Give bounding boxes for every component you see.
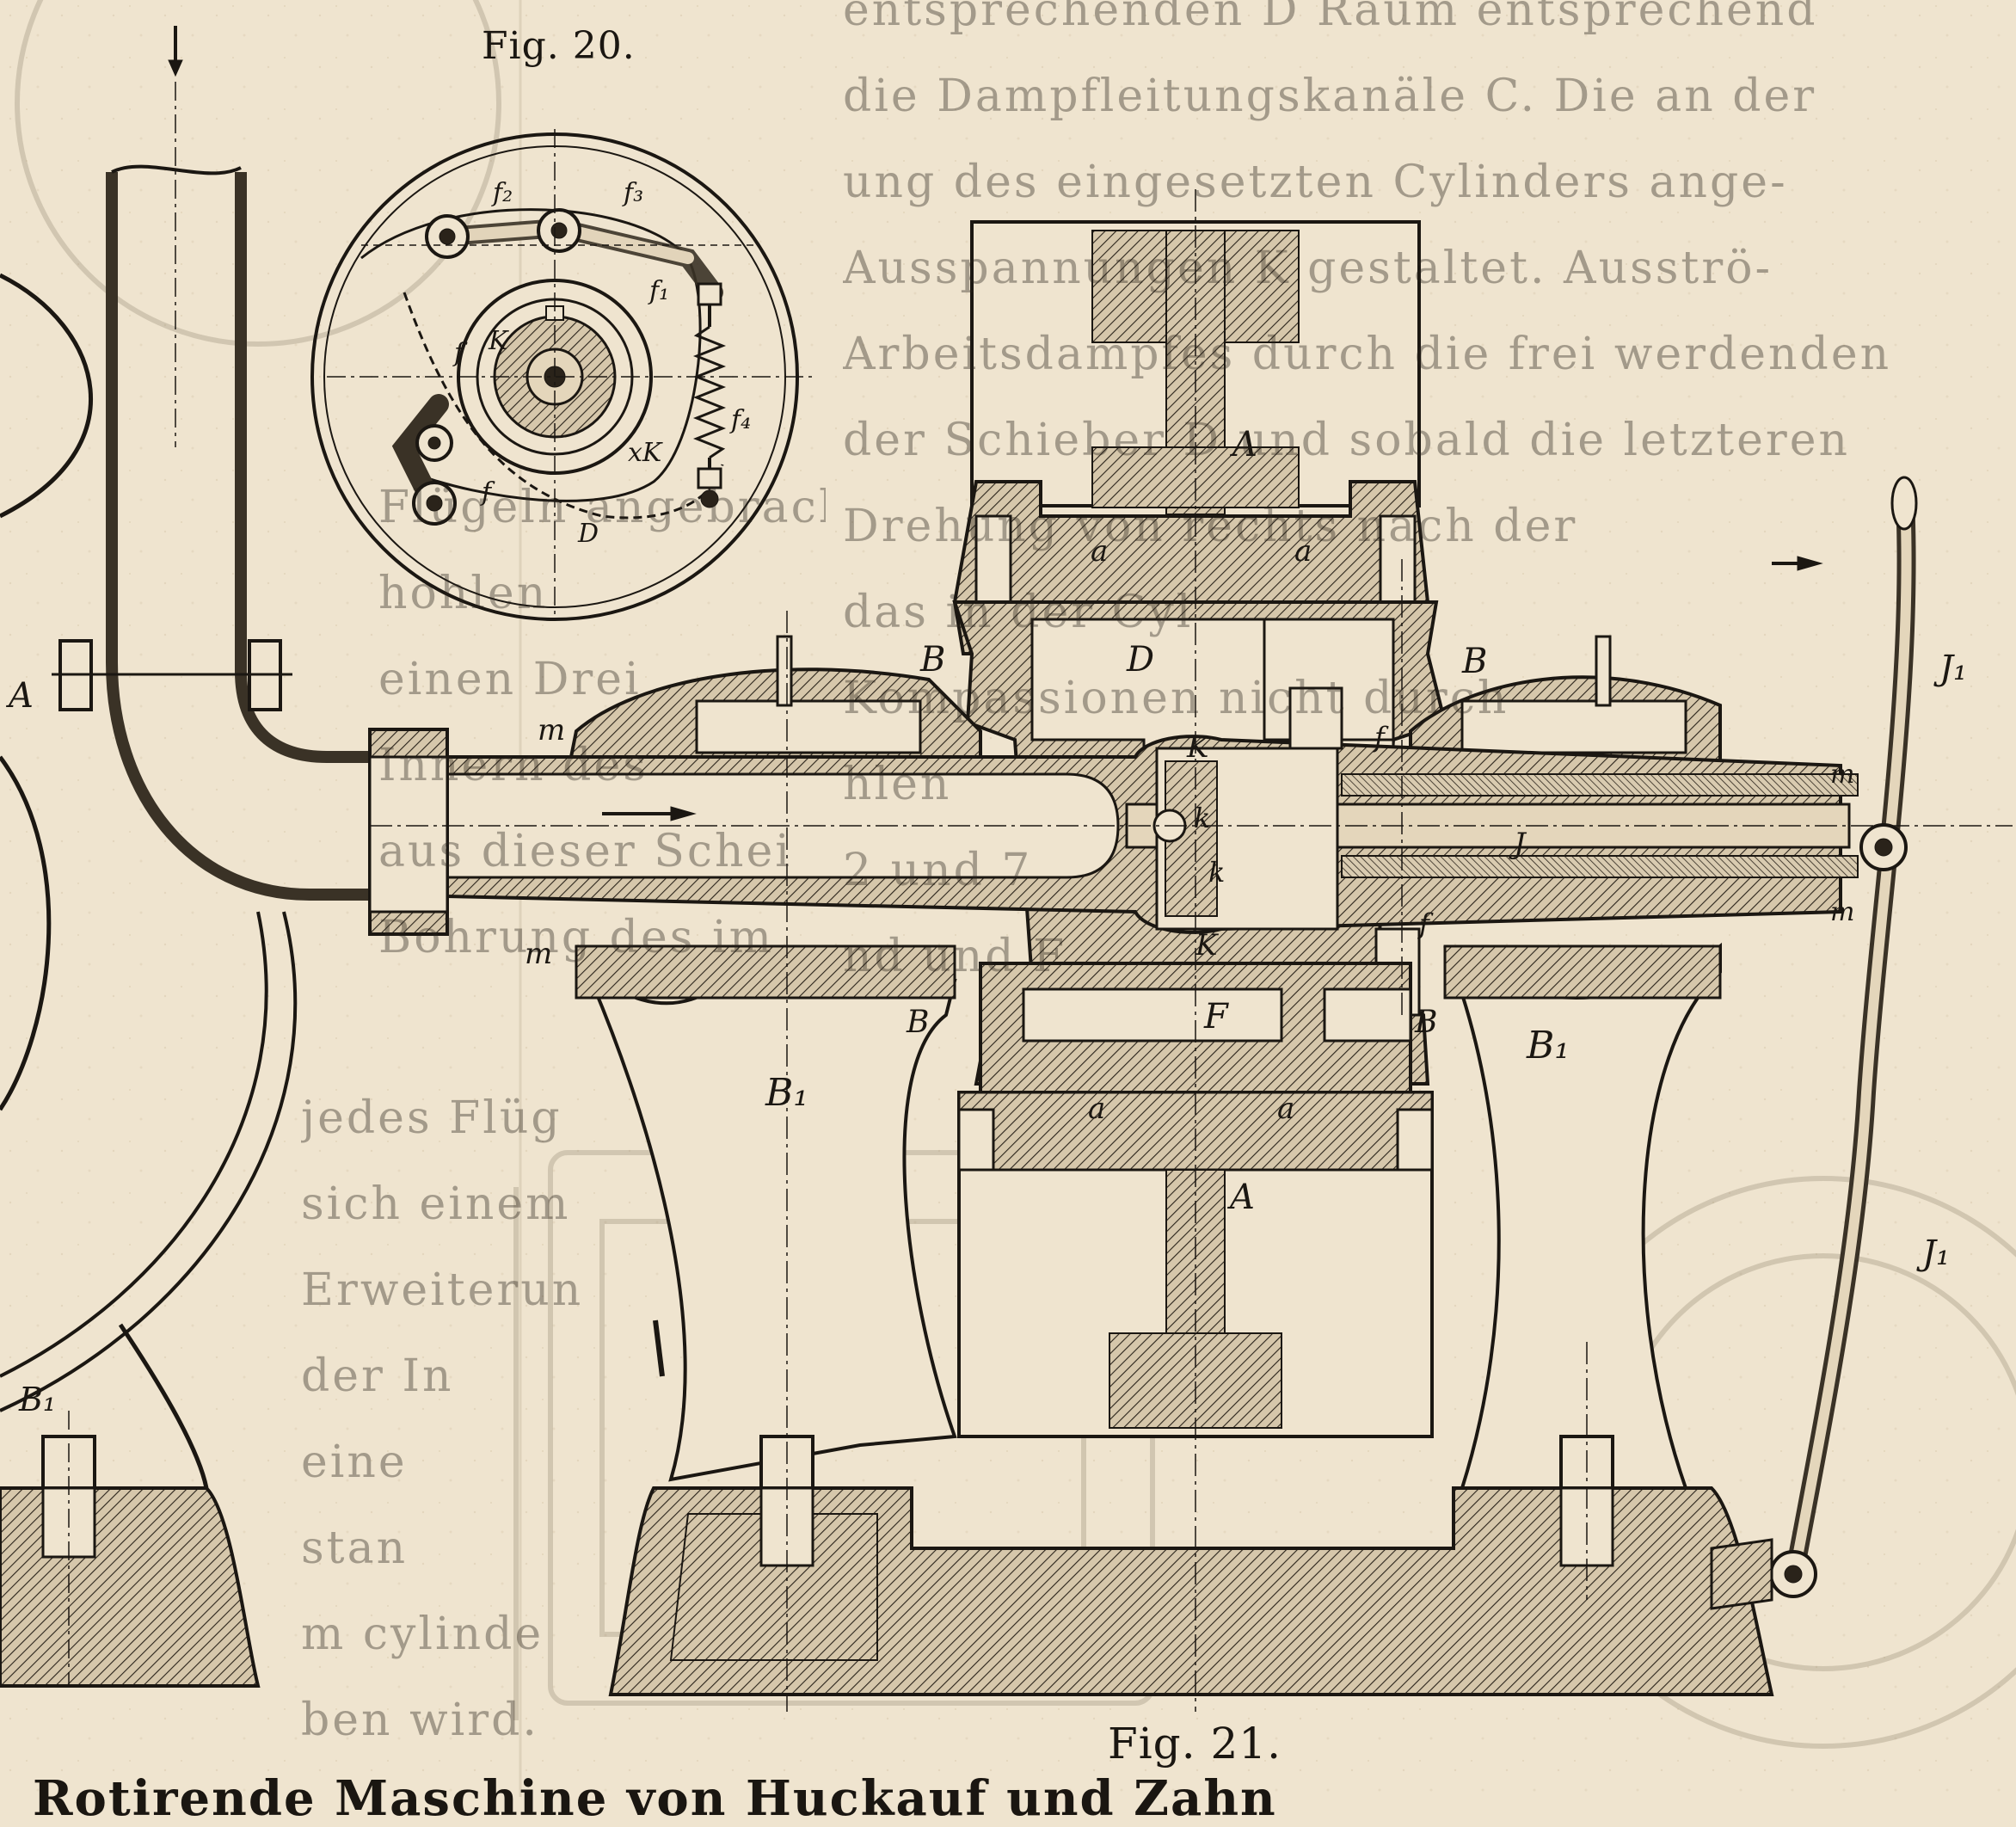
label-J1-top: J₁ — [1933, 649, 1967, 688]
label-k1: k — [1194, 802, 1210, 834]
label-k2: k — [1208, 856, 1225, 889]
label-J: J — [1509, 827, 1527, 861]
text-line: 2 und 7 — [843, 845, 1033, 896]
label-a2: a — [1294, 534, 1312, 569]
label-B-lower-left: B — [906, 1005, 929, 1040]
text-line: Arbeitsdampfes durch die frei werdenden — [843, 329, 1892, 380]
text-line: einen Drei — [378, 654, 642, 705]
text-line: hohlen — [378, 568, 549, 619]
body-text-left-lower: jedes Flüg sich einem Erweiterun der In … — [301, 1075, 636, 1763]
label-m2: m — [1830, 760, 1854, 790]
text-line: nd und F — [843, 931, 1067, 982]
label-F: F — [1203, 997, 1229, 1037]
text-line: aus dieser Schei — [378, 826, 792, 877]
fig21-labels: A a a D B B m m m m K k f f k K J J₁ J₁ … — [525, 425, 1967, 1273]
label-m1: m — [538, 713, 565, 747]
label-m3: m — [1830, 897, 1854, 927]
label-B1-right: B₁ — [1526, 1024, 1570, 1067]
left-partial-labels: A B₁ — [5, 676, 56, 1418]
fig21-caption: Fig. 21. — [1108, 1719, 1282, 1769]
text-line: sich einem — [301, 1178, 571, 1230]
text-line: ung des eingesetzten Cylinders ange- — [843, 157, 1788, 208]
text-line: Drehung von rechts nach der — [843, 501, 1578, 552]
text-line: ben wird. — [301, 1695, 539, 1746]
text-line: der Schieber D und sobald die letzteren — [843, 415, 1850, 466]
label-K: K — [488, 326, 509, 356]
label-A-top: A — [1229, 425, 1257, 464]
text-line: Erweiterun — [301, 1264, 584, 1316]
label-K-bottom: K — [1195, 928, 1220, 963]
fig21-machine — [368, 189, 2013, 1712]
text-line: entsprechenden D Raum entsprechend — [843, 0, 1818, 36]
label-B1-left: B₁ — [18, 1381, 56, 1418]
text-line: Bohrung des im — [378, 912, 774, 963]
text-line: der In — [301, 1350, 454, 1402]
text-line: Innern des — [378, 740, 648, 791]
label-J1-bottom: J₁ — [1916, 1233, 1950, 1273]
label-a1: a — [1091, 534, 1108, 569]
text-line: Flügeln angebrachten — [378, 482, 826, 533]
body-text-left: Flügeln angebrachten hohlen einen Drei I… — [378, 464, 826, 981]
text-line: stan — [301, 1522, 409, 1574]
label-a4: a — [1277, 1092, 1294, 1126]
label-D: D — [577, 519, 599, 549]
label-B-right: B — [1461, 642, 1487, 681]
label-xK: xK — [628, 438, 663, 468]
label-m4: m — [525, 937, 552, 971]
label-a3: a — [1088, 1092, 1105, 1126]
label-A-bottom: A — [1226, 1178, 1255, 1217]
fig20-disk — [310, 129, 817, 621]
label-f1: f₁ — [648, 276, 669, 306]
text-line: hlen — [843, 759, 952, 810]
body-text-right: entsprechenden D Raum entsprechend die D… — [843, 0, 2016, 1000]
label-f3: f₃ — [622, 178, 643, 208]
label-A-left: A — [5, 676, 34, 716]
text-line: m cylinde — [301, 1609, 544, 1660]
text-line: das in der Cyl — [843, 587, 1194, 638]
fig20-caption: Fig. 20. — [482, 24, 636, 68]
text-line: Kompassionen nicht durch — [843, 673, 1509, 724]
label-B-lower-right: B — [1414, 1005, 1437, 1040]
left-partial-machine — [0, 26, 370, 1688]
text-line: jedes Flüg — [301, 1092, 562, 1144]
label-D: D — [1126, 640, 1154, 680]
text-line: eine — [301, 1436, 408, 1488]
label-f2: f₂ — [491, 178, 513, 208]
label-K-top: K — [1186, 730, 1211, 765]
text-line: die Dampfleitungskanäle C. Die an der — [843, 71, 1817, 122]
page-footer-title: Rotirende Maschine von Huckauf und Zahn — [33, 1770, 1277, 1827]
label-B-left: B — [919, 640, 945, 680]
label-f4: f₄ — [729, 405, 751, 435]
label-B1-left: B₁ — [765, 1071, 808, 1115]
text-line: Ausspannungen K gestaltet. Ausströ- — [843, 243, 1773, 294]
